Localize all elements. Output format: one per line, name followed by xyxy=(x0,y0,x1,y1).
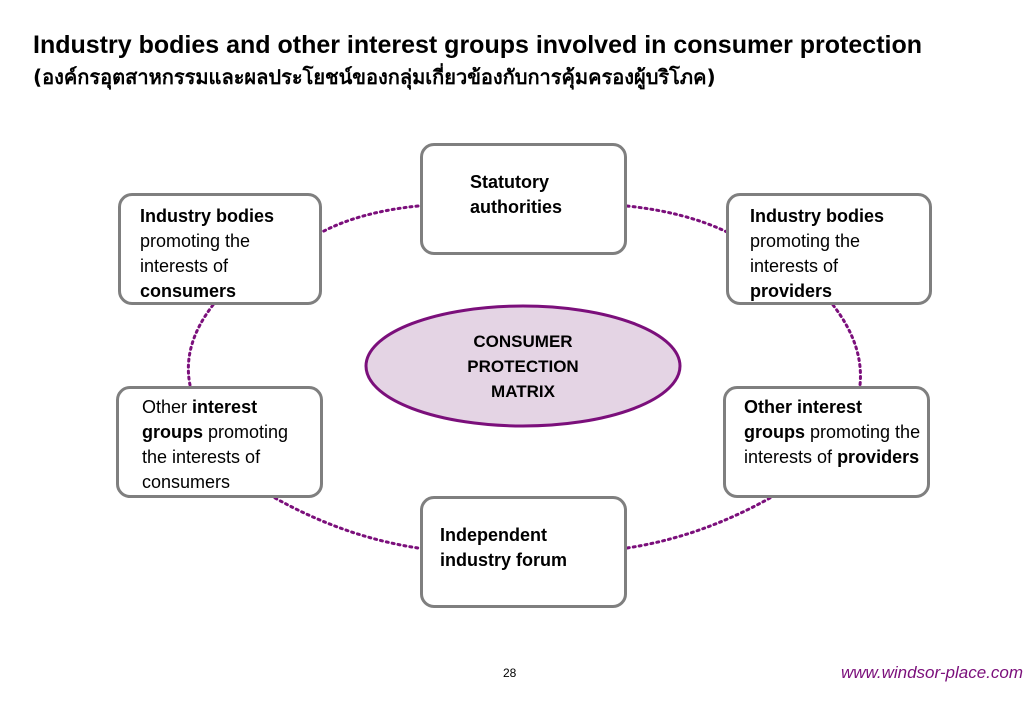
statutory-line2: authorities xyxy=(470,197,563,217)
title-main: Industry bodies and other interest group… xyxy=(33,31,923,59)
other-providers-bold2: providers xyxy=(837,447,920,467)
node-industry-consumers: Industry bodies promoting the interests … xyxy=(118,193,322,305)
page-title: Industry bodies and other interest group… xyxy=(33,30,993,93)
link-statutory-providers xyxy=(625,204,729,234)
other-consumers-pre: Other xyxy=(142,397,188,417)
industry-consumers-bold: Industry bodies xyxy=(140,206,275,226)
forum-line2: industry forum xyxy=(440,550,568,570)
statutory-line1: Statutory xyxy=(470,172,550,192)
industry-providers-bold: Industry bodies xyxy=(750,206,885,226)
other-providers-text: promoting the interests of xyxy=(744,422,921,467)
industry-providers-text: promoting the interests of xyxy=(750,231,861,276)
node-statutory-authorities: Statutory authorities xyxy=(420,143,627,255)
center-node: CONSUMER PROTECTION MATRIX xyxy=(364,304,682,428)
title-thai: (องค์กรอุตสาหกรรมและผลประโยชน์ของกลุ่มเก… xyxy=(33,65,716,89)
link-consumers-other-forum xyxy=(273,496,420,550)
page-number: 28 xyxy=(503,666,517,680)
industry-providers-bold2: providers xyxy=(750,281,833,301)
other-consumers-text: promoting the interests of consumers xyxy=(142,422,289,492)
center-ellipse xyxy=(364,304,682,428)
center-label: CONSUMER PROTECTION MATRIX xyxy=(467,331,579,401)
industry-consumers-bold2: consumers xyxy=(140,281,237,301)
node-other-consumers: Other interest groups promoting the inte… xyxy=(116,386,323,498)
link-statutory-consumers xyxy=(320,204,420,234)
industry-consumers-text: promoting the interests of xyxy=(140,231,251,276)
node-industry-providers: Industry bodies promoting the interests … xyxy=(726,193,932,305)
link-consumers-ind-other xyxy=(186,303,215,387)
link-providers-other-forum xyxy=(625,496,772,550)
other-consumers-bold: interest groups xyxy=(142,397,258,442)
node-independent-forum: Independent industry forum xyxy=(420,496,627,608)
link-providers-ind-other xyxy=(831,303,862,387)
forum-line1: Independent xyxy=(440,525,547,545)
other-providers-bold: Other interest groups xyxy=(744,397,863,442)
node-other-providers: Other interest groups promoting the inte… xyxy=(723,386,930,498)
footer-url[interactable]: www.windsor-place.com xyxy=(840,663,1023,682)
